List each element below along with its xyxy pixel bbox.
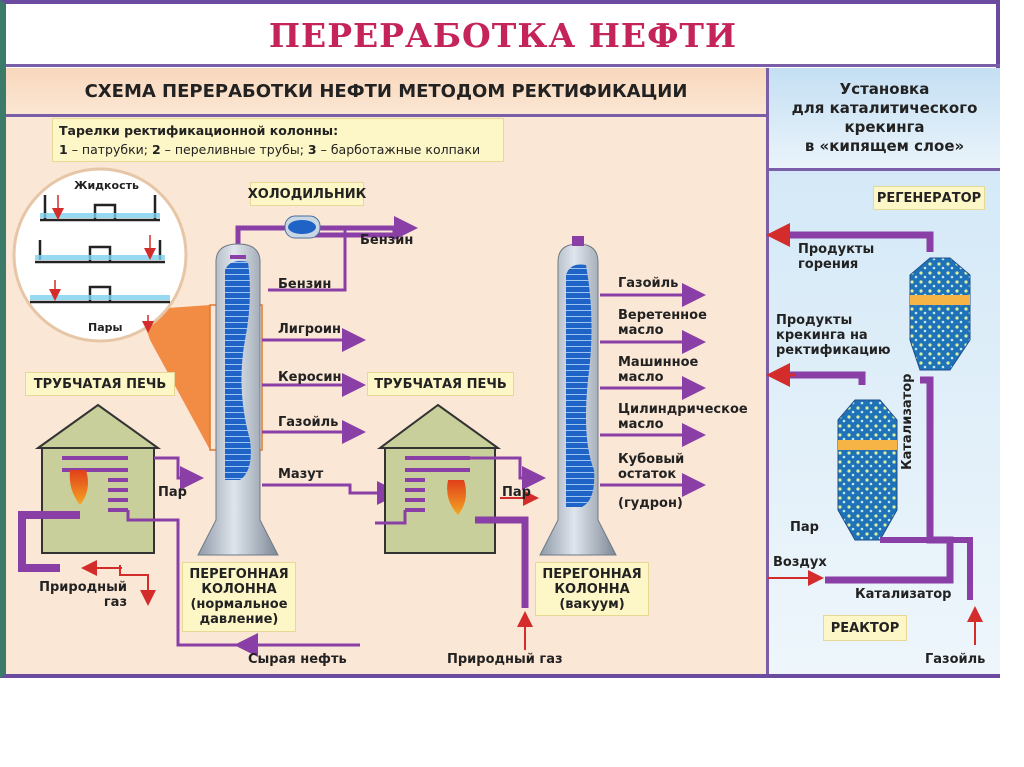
output-line: Кубовый	[618, 452, 685, 467]
cracking-header-line: Установка	[839, 80, 930, 98]
legend-text: – барботажные колпаки	[320, 142, 481, 157]
tray-legend: Тарелки ректификационной колонны: 1 – па…	[52, 118, 504, 162]
output-label: Бензин	[360, 233, 414, 248]
rectification-panel: СХЕМА ПЕРЕРАБОТКИ НЕФТИ МЕТОДОМ РЕКТИФИК…	[6, 68, 766, 674]
reactor-label: РЕАКТОР	[823, 615, 907, 641]
column1-label-line: (нормальное	[190, 597, 288, 612]
cracking-header-line: для каталитического	[791, 99, 978, 117]
gasoil-label: Газойль	[925, 652, 986, 667]
catalyst-label-vertical: Катализатор	[900, 373, 915, 470]
air-label: Воздух	[773, 555, 827, 570]
cracking-header-line: в «кипящем слое»	[804, 137, 965, 155]
legend-text: – патрубки;	[71, 142, 148, 157]
natural-gas-label-2: Природный газ	[447, 652, 563, 667]
cracking-header: Установка для каталитического крекинга в…	[769, 68, 1000, 171]
output-line: остаток	[618, 467, 677, 482]
output-label: Лигроин	[278, 322, 342, 337]
column1-label-line: ПЕРЕГОННАЯ	[189, 567, 289, 582]
column1-label: ПЕРЕГОННАЯ КОЛОННА (нормальное давление)	[182, 562, 296, 632]
cracking-header-line: крекинга	[844, 118, 925, 136]
legend-num: 3	[307, 142, 317, 157]
furnace-label-2: ТРУБЧАТАЯ ПЕЧЬ	[367, 372, 514, 396]
cooler-label: ХОЛОДИЛЬНИК	[248, 182, 366, 206]
furnace-label-1: ТРУБЧАТАЯ ПЕЧЬ	[25, 372, 175, 396]
legend-num: 1	[59, 142, 68, 157]
legend-num: 2	[151, 142, 161, 157]
poster-title: ПЕРЕРАБОТКА НЕФТИ	[268, 15, 738, 55]
column2-label-line: (вакуум)	[559, 596, 625, 612]
rectification-header: СХЕМА ПЕРЕРАБОТКИ НЕФТИ МЕТОДОМ РЕКТИФИК…	[6, 68, 766, 117]
legend-title: Тарелки ректификационной колонны:	[59, 123, 339, 138]
output-line: Цилиндрическое	[618, 402, 748, 417]
distillation-column-atmospheric	[197, 243, 279, 556]
output-label: Бензин	[278, 277, 332, 292]
distillation-column-vacuum	[539, 236, 617, 556]
column2-label-line: КОЛОННА	[554, 581, 630, 597]
tray-inset	[12, 167, 188, 343]
output-label: Керосин	[278, 370, 342, 385]
zoom-connector	[140, 305, 210, 450]
steam-label: Пар	[158, 485, 187, 500]
cracking-unit	[766, 223, 983, 645]
output-label: Газойль	[618, 276, 679, 291]
column2-outputs	[600, 283, 706, 497]
output-line: Веретенное	[618, 308, 707, 323]
regenerator-label: РЕГЕНЕРАТОР	[873, 186, 985, 210]
inset-vapor-label: Пары	[88, 321, 123, 334]
output-label: Газойль	[278, 415, 339, 430]
poster: ПЕРЕРАБОТКА НЕФТИ СХЕМА ПЕРЕРАБОТКИ НЕФТ…	[0, 0, 1000, 678]
natural-gas-line: Природный	[39, 580, 127, 595]
tube-furnace-1	[18, 403, 360, 657]
column1-outputs	[262, 328, 401, 505]
label-line: крекинга на	[776, 328, 868, 343]
output-line: масло	[618, 323, 664, 338]
column1-label-line: давление)	[199, 612, 279, 627]
output-label: (гудрон)	[618, 496, 683, 511]
output-line: масло	[618, 370, 664, 385]
column2-label: ПЕРЕГОННАЯ КОЛОННА (вакуум)	[535, 562, 649, 616]
diagram-graphics	[12, 167, 983, 657]
legend-text: – переливные трубы;	[164, 142, 304, 157]
crude-oil-label: Сырая нефть	[248, 652, 347, 667]
natural-gas-line: газ	[103, 595, 127, 610]
catalyst-label: Катализатор	[855, 587, 952, 602]
column2-label-line: ПЕРЕГОННАЯ	[542, 566, 642, 582]
output-label: Мазут	[278, 467, 324, 482]
cracking-panel: Установка для каталитического крекинга в…	[766, 68, 1000, 674]
label-line: Продукты	[776, 313, 853, 328]
label-line: ректификацию	[776, 343, 891, 358]
steam-label-cracking: Пар	[790, 520, 819, 535]
title-divider	[6, 64, 1000, 67]
tube-furnace-2	[375, 403, 546, 650]
label-line: Продукты	[798, 242, 875, 257]
steam-label: Пар	[502, 485, 531, 500]
output-line: масло	[618, 417, 664, 432]
cooler	[235, 215, 418, 292]
output-line: Машинное	[618, 355, 699, 370]
label-line: горения	[798, 257, 859, 272]
inset-liquid-label: Жидкость	[74, 179, 139, 192]
column1-label-line: КОЛОННА	[201, 582, 277, 597]
